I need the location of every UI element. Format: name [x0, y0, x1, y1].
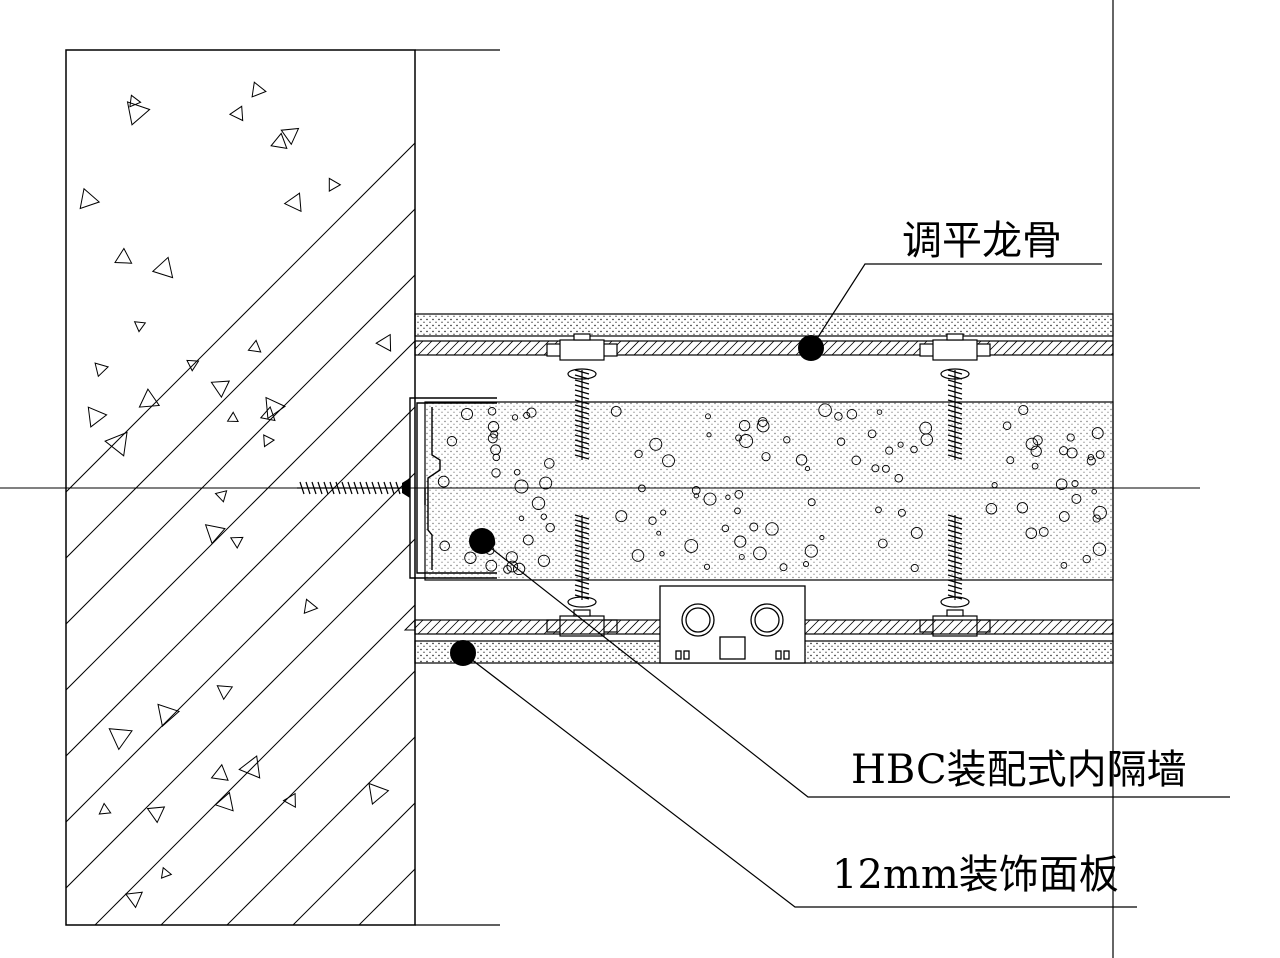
- conduit-left-icon: [681, 603, 715, 637]
- leader-dot-panel-icon: [450, 640, 476, 666]
- label-hbc-partition-wall: HBC装配式内隔墙: [851, 747, 1187, 793]
- label-decorative-panel: 12mm装饰面板: [832, 852, 1119, 898]
- leader-dot-keel-icon: [798, 335, 824, 361]
- top-decorative-panel: [414, 313, 1114, 337]
- top-keel-strip: [414, 340, 1114, 356]
- conduit-right-icon: [750, 603, 784, 637]
- hbc-partition-core: [424, 401, 1114, 581]
- leader-dot-partition-icon: [469, 528, 495, 554]
- label-leveling-keel: 调平龙骨: [902, 218, 1062, 264]
- leader-dots: [450, 335, 824, 666]
- leader-lines: [462, 263, 1230, 908]
- junction-box: [659, 585, 806, 664]
- adjust-screw-icon: [919, 333, 991, 460]
- wall-screw: [297, 478, 410, 498]
- adjust-screw-icon: [546, 333, 618, 460]
